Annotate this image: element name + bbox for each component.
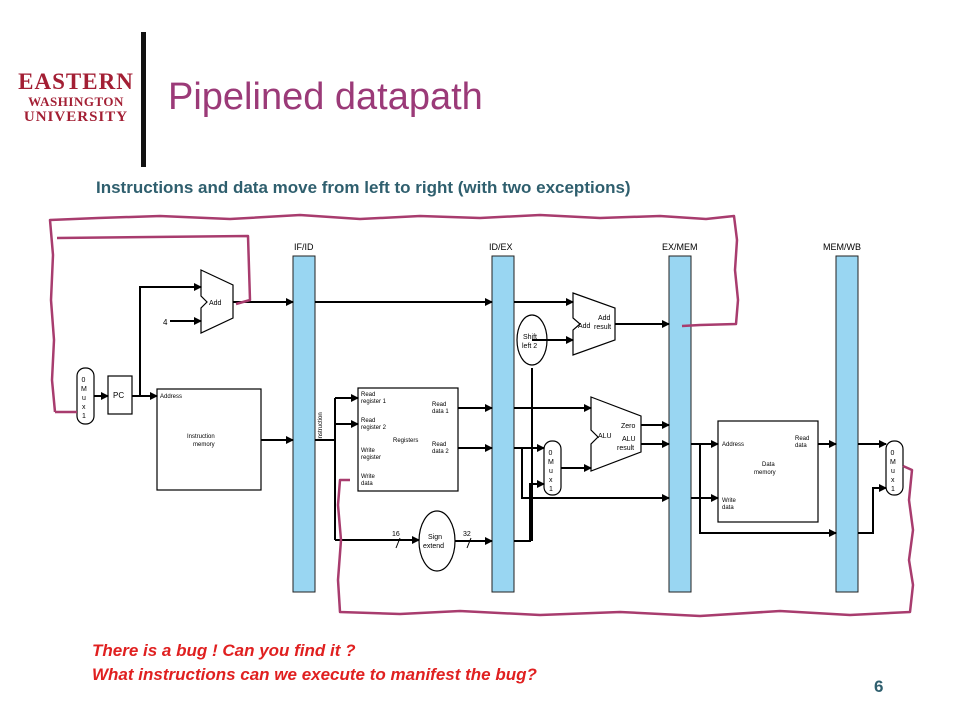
write-data-b: data [361, 481, 373, 487]
pc-mux-x: x [82, 404, 86, 411]
ifid-label: IF/ID [294, 242, 314, 252]
pc-mux-1: 1 [82, 413, 86, 420]
writeback-feedback-path [336, 464, 915, 618]
read-reg1-b: register 1 [361, 399, 387, 405]
branch-feedback-path [48, 213, 740, 414]
extend-label: extend [423, 543, 444, 550]
left2-label: left 2 [522, 343, 537, 350]
writeback-mux [885, 440, 904, 496]
alu-mux-x: x [549, 477, 553, 484]
slide-title: Pipelined datapath [168, 76, 483, 118]
dmem-read-a: Read [795, 436, 809, 442]
data-memory [717, 420, 819, 523]
sign-extend-unit [418, 510, 456, 572]
memwb-label: MEM/WB [823, 242, 861, 252]
dmem-label-1: Data [762, 462, 775, 468]
dmem-address-label: Address [722, 442, 744, 448]
alu-result-b: result [617, 445, 634, 452]
memwb-register [835, 255, 859, 593]
university-logo: EASTERN WASHINGTON UNIVERSITY [14, 70, 138, 126]
ifid-register [292, 255, 316, 593]
read-data2-b: data 2 [432, 449, 449, 455]
alu-result-a: ALU [622, 436, 636, 443]
wb-mux-1: 1 [891, 486, 895, 493]
alu-mux-m: M [548, 459, 554, 466]
add-result-a: Add [598, 315, 611, 322]
pc-adder-label: Add [209, 300, 222, 307]
alu-mux-1: 1 [549, 486, 553, 493]
alu [590, 396, 642, 472]
slide-subtitle: Instructions and data move from left to … [96, 178, 631, 197]
exmem-label: EX/MEM [662, 242, 698, 252]
logo-line-2: WASHINGTON [28, 94, 124, 109]
dmem-write-a: Write [722, 498, 737, 504]
imem-label-2: memory [193, 442, 215, 448]
imem-address-label: Address [160, 394, 182, 400]
registers-label: Registers [393, 438, 418, 444]
alu-mux-0: 0 [549, 450, 553, 457]
pc-mux-0: 0 [82, 377, 86, 384]
read-data1-b: data 1 [432, 409, 449, 415]
read-reg2-b: register 2 [361, 425, 387, 431]
wb-mux-0: 0 [891, 450, 895, 457]
constant-four: 4 [163, 318, 168, 327]
instruction-memory [156, 388, 262, 491]
branch-adder-label: Add [578, 323, 591, 330]
alu-zero-label: Zero [621, 423, 636, 430]
write-data-a: Write [361, 474, 376, 480]
exmem-register [668, 255, 692, 593]
pc-mux-m: M [81, 386, 87, 393]
alu-mux-u: u [549, 468, 553, 475]
read-reg2-a: Read [361, 418, 375, 424]
bug-question: There is a bug ! Can you find it ? [92, 641, 356, 660]
imem-label-1: Instruction [187, 434, 215, 440]
logo-line-3: UNIVERSITY [23, 109, 129, 125]
pc-label: PC [113, 391, 124, 400]
datapath-wires [94, 283, 887, 545]
dmem-read-b: data [795, 443, 807, 449]
idex-label: ID/EX [489, 242, 513, 252]
bits-32-label: 32 [463, 531, 471, 538]
bits-16-label: 16 [392, 531, 400, 538]
page-number: 6 [874, 677, 884, 696]
wb-mux-x: x [891, 477, 895, 484]
write-reg-a: Write [361, 448, 376, 454]
pc-mux-u: u [82, 395, 86, 402]
read-data2-a: Read [432, 442, 446, 448]
title-divider [141, 32, 146, 167]
dmem-write-b: data [722, 505, 734, 511]
read-reg1-a: Read [361, 392, 375, 398]
alu-label: ALU [598, 433, 612, 440]
instructions-question: What instructions can we execute to mani… [92, 665, 537, 684]
bits-32-slash [466, 537, 472, 549]
shift-label: Shift [523, 334, 537, 341]
wb-mux-u: u [891, 468, 895, 475]
instruction-label: Instruction [318, 412, 324, 440]
logo-line-1: EASTERN [18, 69, 134, 94]
sign-label: Sign [428, 534, 442, 541]
wb-mux-m: M [890, 459, 896, 466]
add-result-b: result [594, 324, 611, 331]
write-reg-b: register [361, 455, 381, 461]
read-data1-a: Read [432, 402, 446, 408]
register-file [357, 387, 459, 492]
dmem-label-2: memory [754, 470, 776, 476]
idex-register [491, 255, 515, 593]
